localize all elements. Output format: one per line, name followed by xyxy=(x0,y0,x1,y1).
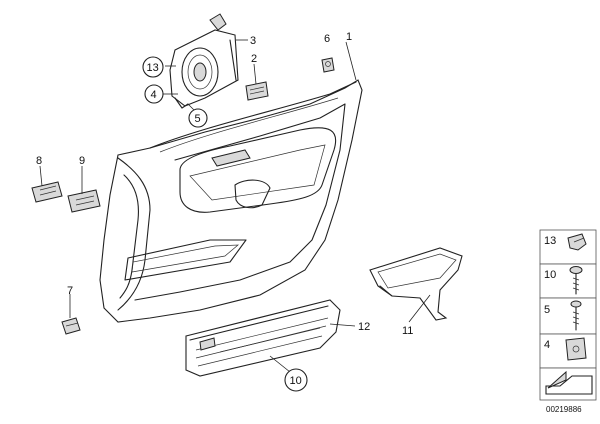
callout-3: 3 xyxy=(250,35,256,47)
legend-cell-10 xyxy=(539,263,597,299)
callout-10: 10 xyxy=(290,375,302,387)
clip-part-8 xyxy=(31,181,63,203)
callout-12: 12 xyxy=(358,321,370,333)
legend-label-4: 4 xyxy=(544,339,550,351)
screw-icon xyxy=(569,266,583,274)
wedge-symbol-icon xyxy=(545,375,593,395)
callout-1: 1 xyxy=(346,31,352,43)
grille-cover xyxy=(245,81,269,101)
clip-part-9 xyxy=(67,189,101,213)
document-id: 00219886 xyxy=(546,405,582,414)
callout-13: 13 xyxy=(147,62,159,74)
callout-11: 11 xyxy=(402,325,413,337)
callout-8: 8 xyxy=(36,155,42,167)
storage-pocket xyxy=(185,299,341,377)
armrest-pad xyxy=(369,247,463,321)
door-trim-panel xyxy=(99,79,363,323)
callout-7: 7 xyxy=(67,285,73,297)
legend-cell-5 xyxy=(539,297,597,335)
clip-icon xyxy=(567,233,587,251)
callout-5: 5 xyxy=(195,113,201,125)
legend-label-13: 13 xyxy=(544,235,556,247)
callout-13-circle xyxy=(142,56,164,78)
callouts: 1 2 3 4 5 6 7 8 9 10 11 12 13 xyxy=(36,31,413,392)
callout-4-circle xyxy=(144,84,164,104)
nut-clip-icon xyxy=(565,337,587,361)
callout-6: 6 xyxy=(324,33,330,45)
legend-label-5: 5 xyxy=(544,304,550,316)
callout-2: 2 xyxy=(251,53,257,65)
clip-part-7 xyxy=(61,317,81,335)
legend-cell-13 xyxy=(539,229,597,265)
callout-10-circle xyxy=(284,368,308,392)
callout-4: 4 xyxy=(151,89,157,101)
legend-label-10: 10 xyxy=(544,269,556,281)
clip-part-6 xyxy=(321,57,335,73)
speaker-housing xyxy=(169,13,239,109)
callout-5-circle xyxy=(188,108,208,128)
leader-lines xyxy=(39,39,431,373)
bolt-icon xyxy=(570,300,582,308)
fastener-legend: 13 10 5 4 00219886 xyxy=(539,229,597,414)
callout-9: 9 xyxy=(79,155,85,167)
